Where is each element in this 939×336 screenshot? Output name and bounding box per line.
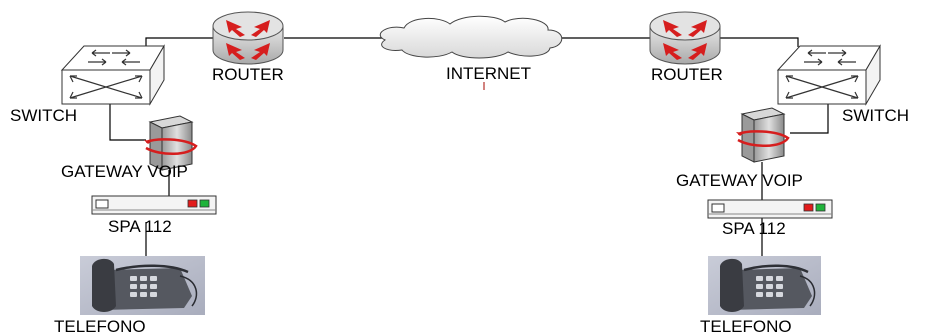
router-left-label: ROUTER: [212, 65, 284, 84]
link-switch-left-router-left: [145, 37, 213, 47]
telefono-left-label: TELEFONO: [54, 317, 146, 336]
router-icon: [212, 11, 284, 65]
gateway-server-icon: [736, 107, 790, 163]
router-right-label: ROUTER: [651, 65, 723, 84]
internet-label: INTERNET: [446, 64, 531, 83]
telephone-icon: [708, 256, 821, 315]
switch-right-label: SWITCH: [842, 106, 910, 125]
cloud-icon: [379, 15, 563, 59]
gateway-right-label: GATEWAY VOIP: [676, 171, 803, 190]
gateway-left-label: GATEWAY VOIP: [61, 162, 188, 181]
link-switch-right-gateway-right: [790, 104, 829, 134]
telephone-icon: [80, 256, 205, 315]
gateway-server-icon: [144, 115, 198, 171]
link-switch-left-gateway-left: [109, 104, 146, 141]
spa-adapter-icon: [707, 199, 833, 219]
spa-right-label: SPA 112: [722, 219, 786, 238]
switch-icon: [60, 44, 165, 106]
connection-lines: [109, 37, 829, 258]
switch-icon: [776, 44, 881, 106]
switch-left-label: SWITCH: [10, 106, 78, 125]
spa-adapter-icon: [91, 195, 217, 215]
router-icon: [649, 11, 721, 65]
spa-left-label: SPA 112: [108, 217, 172, 236]
link-router-right-switch-right: [720, 37, 799, 47]
telefono-right-label: TELEFONO: [700, 317, 792, 336]
